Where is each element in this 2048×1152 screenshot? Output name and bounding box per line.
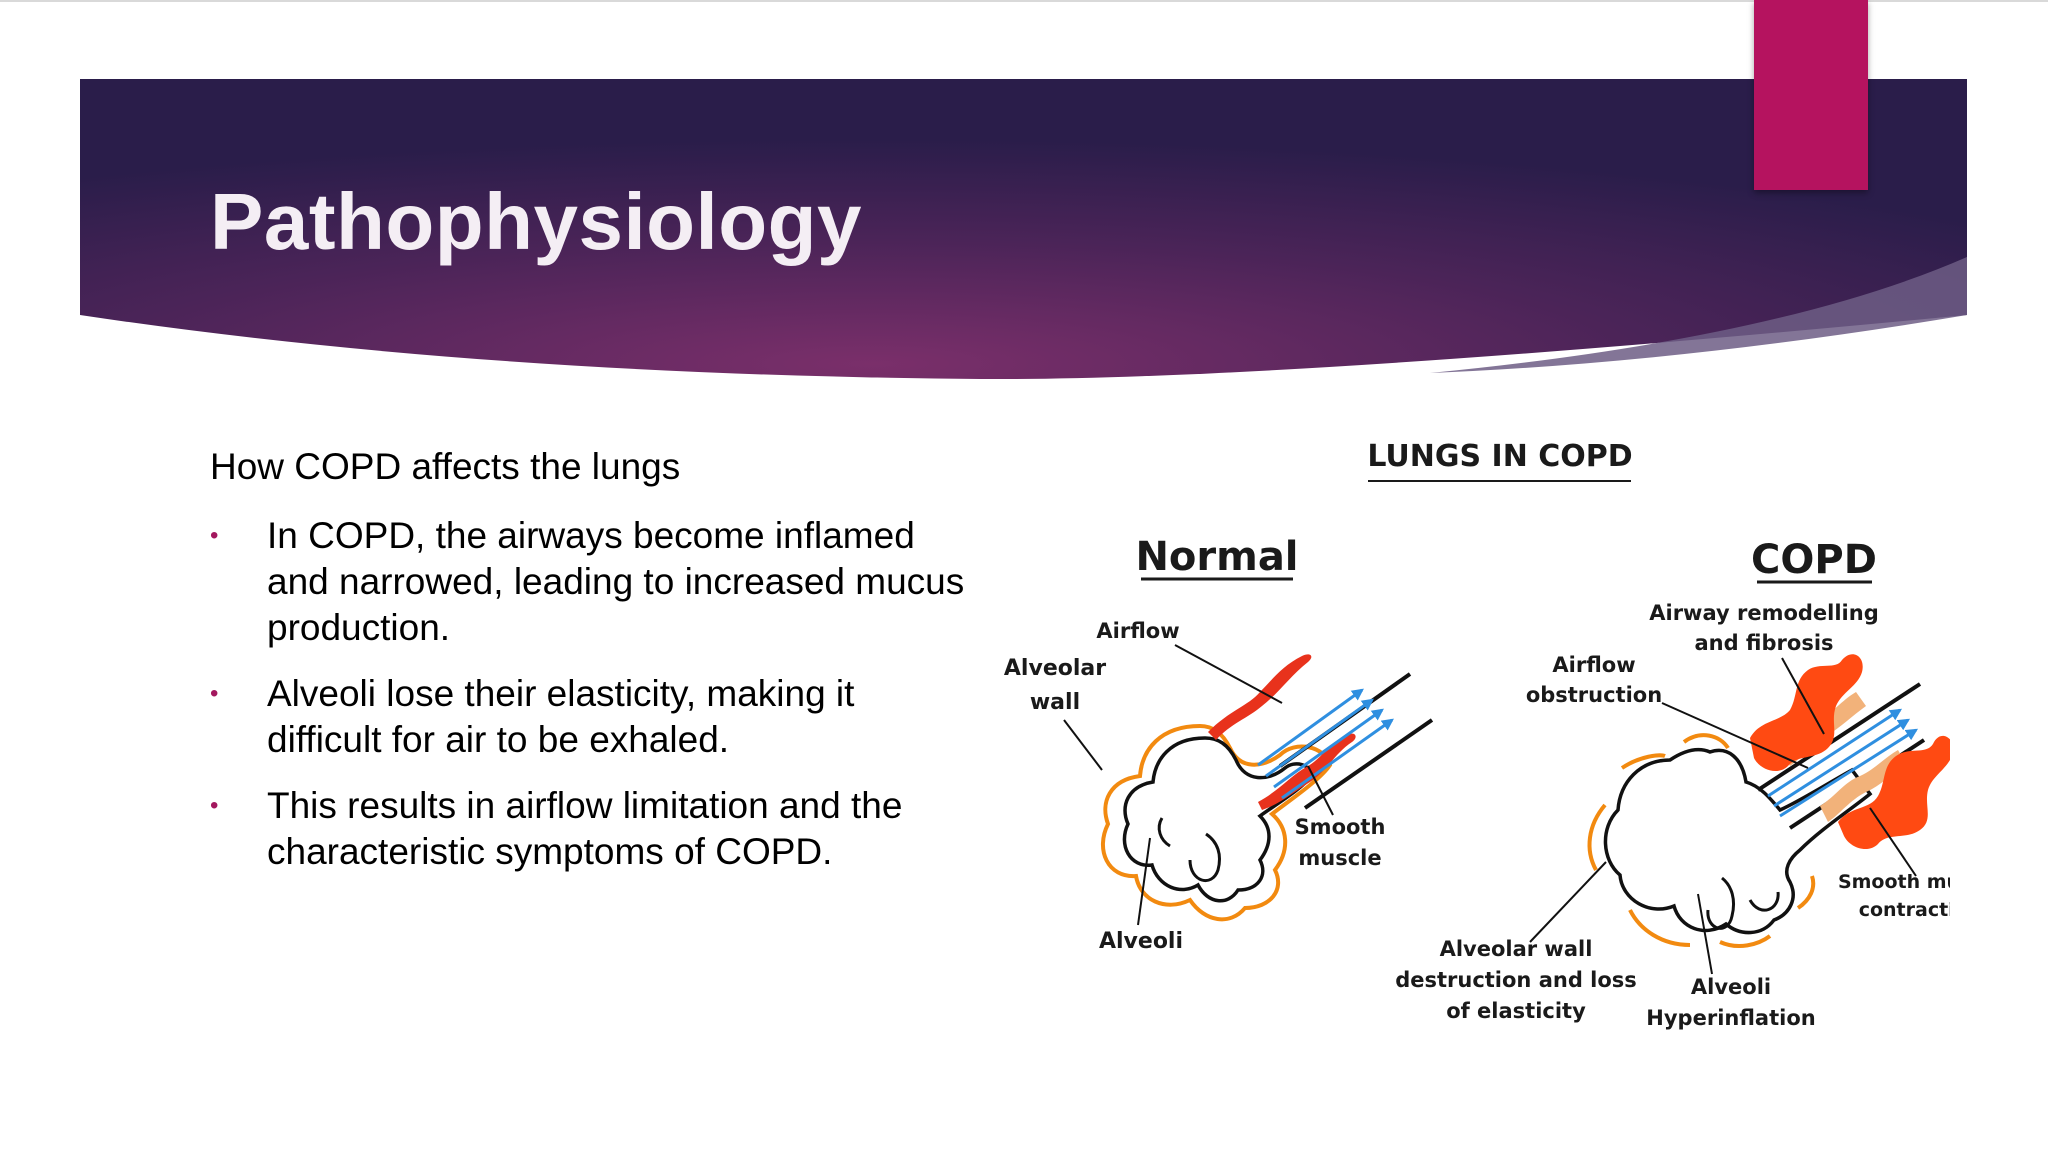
leader-line <box>1869 807 1917 877</box>
normal-airflow-arrow <box>1273 708 1384 789</box>
normal-label-airflow: Airflow <box>1096 619 1179 643</box>
normal-label-smooth-muscle: muscle <box>1298 846 1381 870</box>
copd-smooth-muscle <box>1750 654 1863 772</box>
normal-title: Normal <box>1135 534 1298 580</box>
normal-lung-illustration <box>1101 654 1434 922</box>
copd-alveolar-wall-fragment <box>1628 909 1691 947</box>
leader-line <box>1529 861 1607 943</box>
leader-line <box>1174 644 1283 704</box>
slide-content: How COPD affects the lungs • In COPD, th… <box>210 445 970 895</box>
normal-airflow-arrow <box>1281 718 1394 800</box>
normal-label-alveolar-wall: Alveolar <box>1004 656 1106 681</box>
bullet-item: • Alveoli lose their elasticity, making … <box>210 671 970 763</box>
normal-label-alveolar-wall: wall <box>1030 690 1080 715</box>
leader-line <box>1307 765 1334 816</box>
leader-line <box>1697 893 1713 975</box>
copd-label-wall-destruction: Alveolar wall <box>1440 937 1593 961</box>
bullet-icon: • <box>210 792 219 820</box>
copd-label-remodelling: Airway remodelling <box>1649 601 1879 625</box>
copd-label-hyperinflation: Hyperinflation <box>1646 1006 1815 1030</box>
copd-airflow-arrow <box>1779 728 1919 818</box>
copd-label-contraction: contraction <box>1859 899 1950 921</box>
bullet-text: This results in airflow limitation and t… <box>267 785 903 873</box>
bullet-item: • In COPD, the airways become inflamed a… <box>210 513 970 651</box>
normal-alveoli-lobes <box>1157 817 1221 883</box>
leader-line <box>1661 702 1809 769</box>
copd-label-obstruction: Airflow <box>1552 653 1635 677</box>
bullet-item: • This results in airflow limitation and… <box>210 783 970 875</box>
copd-label-contraction: Smooth muscle <box>1838 871 1950 893</box>
copd-airflow-arrow <box>1767 708 1903 798</box>
copd-fibrosis <box>1820 750 1906 822</box>
copd-airway-wall <box>1756 682 1922 792</box>
bullet-icon: • <box>210 522 219 550</box>
copd-alveolar-wall-fragment <box>1620 753 1666 770</box>
copd-alveolar-wall-fragment <box>1719 934 1772 948</box>
copd-airflow-arrow <box>1773 718 1911 808</box>
copd-alveoli-lobes <box>1706 876 1780 930</box>
bullet-icon: • <box>210 680 219 708</box>
accent-tab <box>1754 0 1868 190</box>
slide-subheading: How COPD affects the lungs <box>210 446 681 487</box>
copd-alveolar-wall-fragment <box>1587 803 1607 871</box>
normal-smooth-muscle <box>1208 654 1312 740</box>
top-rule <box>0 0 2048 2</box>
copd-label-remodelling: and fibrosis <box>1694 631 1833 655</box>
bullet-text: Alveoli lose their elasticity, making it… <box>267 673 855 761</box>
leader-line <box>1063 719 1103 771</box>
slide-title: Pathophysiology <box>210 177 862 266</box>
bullet-text: In COPD, the airways become inflamed and… <box>267 515 965 649</box>
copd-label-obstruction: obstruction <box>1526 683 1662 707</box>
copd-alveoli-outline <box>1603 747 1873 935</box>
normal-airflow-arrow <box>1265 698 1374 778</box>
diagram-heading: LUNGS IN COPD <box>1367 439 1632 474</box>
normal-alveoli-outline <box>1122 736 1314 903</box>
copd-lungs-diagram: LUNGS IN COPD Normal Airflow Alveolar wa… <box>1004 439 1950 1030</box>
title-banner <box>80 79 1967 380</box>
leader-line <box>1781 657 1825 735</box>
copd-alveolar-wall-fragment <box>1682 733 1730 750</box>
normal-label-smooth-muscle: Smooth <box>1295 815 1386 839</box>
normal-airway-wall <box>1303 718 1434 810</box>
copd-lung-illustration <box>1587 654 1950 948</box>
bullet-list: • In COPD, the airways become inflamed a… <box>210 513 970 875</box>
normal-airflow-arrow <box>1257 688 1364 767</box>
copd-title: COPD <box>1751 537 1877 583</box>
copd-smooth-muscle <box>1838 736 1950 850</box>
leader-line <box>1137 837 1151 926</box>
normal-smooth-muscle <box>1258 733 1356 810</box>
copd-label-wall-destruction: of elasticity <box>1446 999 1586 1023</box>
normal-alveolar-wall <box>1101 723 1333 922</box>
normal-label-alveoli: Alveoli <box>1099 929 1183 954</box>
copd-alveolar-wall-fragment <box>1796 875 1816 910</box>
copd-label-hyperinflation: Alveoli <box>1691 975 1771 999</box>
copd-label-wall-destruction: destruction and loss <box>1395 968 1637 992</box>
